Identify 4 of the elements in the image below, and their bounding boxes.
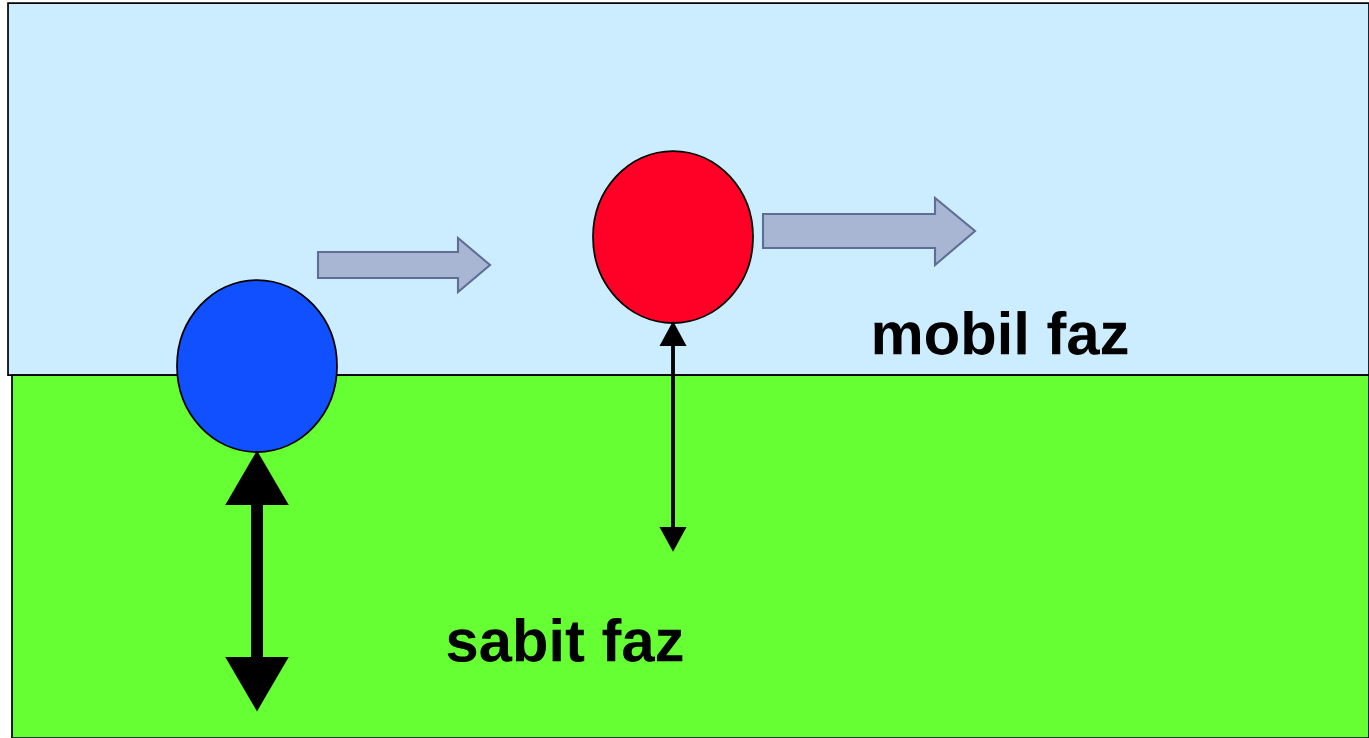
particle-circle — [592, 150, 754, 324]
particle-circle — [176, 279, 338, 453]
phase-label: sabit faz — [447, 618, 683, 662]
phase-label: mobil faz — [874, 311, 1128, 355]
